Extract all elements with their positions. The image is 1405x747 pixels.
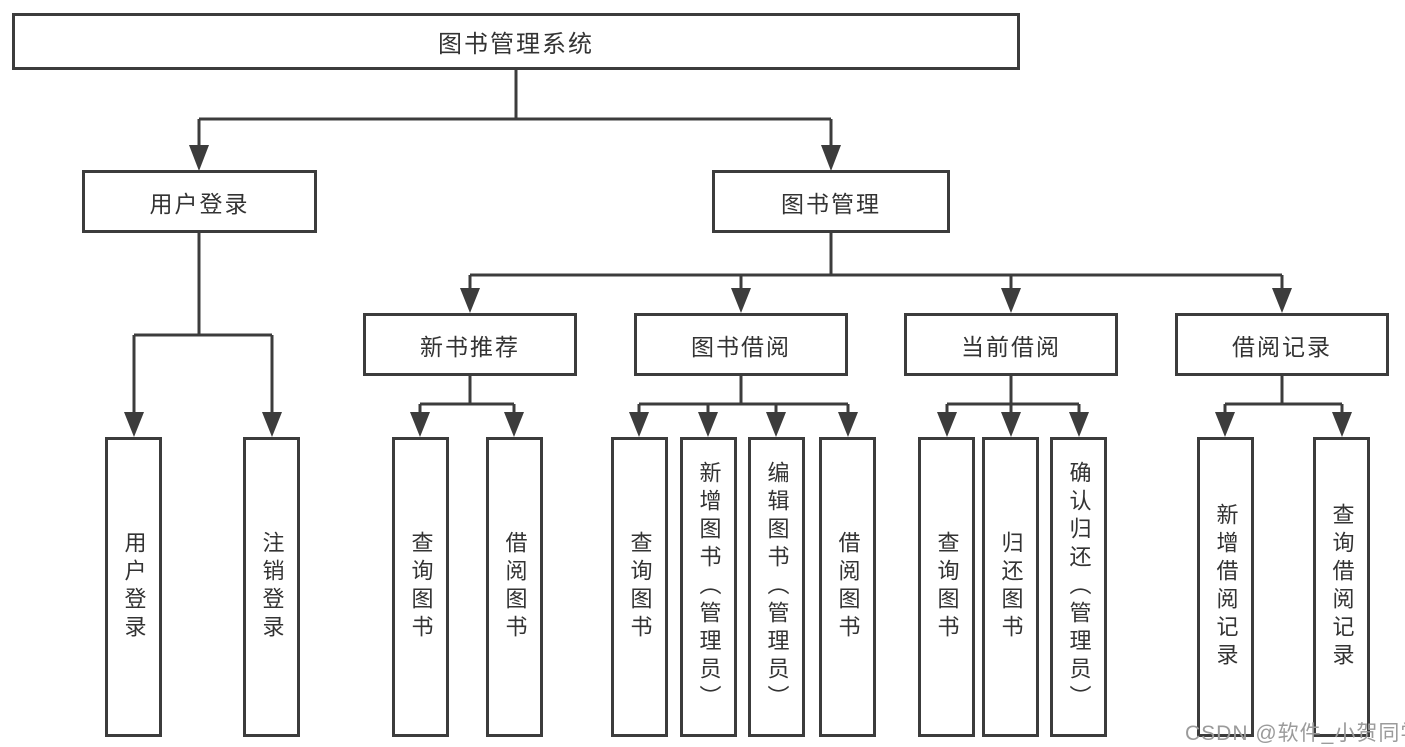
leaf-query-borrow-record: 查询借阅记录 — [1313, 437, 1370, 737]
node-label: 新书推荐 — [420, 333, 520, 360]
leaf-label: 用户登录 — [121, 531, 147, 643]
leaf-borrow-books: 借阅图书 — [819, 437, 876, 737]
leaf-label: 注销登录 — [259, 531, 285, 643]
node-new-book-recommend: 新书推荐 — [363, 313, 577, 376]
node-current-borrow: 当前借阅 — [904, 313, 1118, 376]
leaf-label: 编辑图书（管理员） — [764, 461, 790, 713]
leaf-user-login: 用户登录 — [105, 437, 162, 737]
node-label: 图书管理 — [781, 190, 881, 217]
node-library-management-system: 图书管理系统 — [12, 13, 1020, 70]
leaf-label: 归还图书 — [998, 531, 1024, 643]
node-label: 当前借阅 — [961, 333, 1061, 360]
leaf-label: 新增图书（管理员） — [696, 461, 722, 713]
leaf-edit-books-admin: 编辑图书（管理员） — [748, 437, 805, 737]
leaf-logout: 注销登录 — [243, 437, 300, 737]
arrowheads — [124, 145, 1352, 437]
node-label: 图书管理系统 — [438, 31, 594, 58]
node-label: 借阅记录 — [1232, 333, 1332, 360]
leaf-return-books: 归还图书 — [982, 437, 1039, 737]
leaf-query-books-borrow: 查询图书 — [611, 437, 668, 737]
leaf-borrow-books-recommend: 借阅图书 — [486, 437, 543, 737]
leaf-label: 新增借阅记录 — [1213, 503, 1239, 671]
leaf-add-books-admin: 新增图书（管理员） — [680, 437, 737, 737]
node-user-login: 用户登录 — [82, 170, 317, 233]
node-book-borrow: 图书借阅 — [634, 313, 848, 376]
leaf-label: 查询图书 — [408, 531, 434, 643]
leaf-confirm-return-admin: 确认归还（管理员） — [1050, 437, 1107, 737]
node-label: 用户登录 — [149, 190, 250, 217]
leaf-add-borrow-record: 新增借阅记录 — [1197, 437, 1254, 737]
leaf-label: 查询图书 — [627, 531, 653, 643]
csdn-watermark: CSDN @软件_小贺同学 — [1185, 722, 1405, 745]
leaf-label: 查询图书 — [934, 531, 960, 643]
leaf-label: 借阅图书 — [835, 531, 861, 643]
node-borrow-records: 借阅记录 — [1175, 313, 1389, 376]
leaf-query-books-current: 查询图书 — [918, 437, 975, 737]
leaf-label: 查询借阅记录 — [1329, 503, 1355, 671]
node-label: 图书借阅 — [691, 333, 791, 360]
leaf-label: 借阅图书 — [502, 531, 528, 643]
node-book-management: 图书管理 — [712, 170, 950, 233]
leaf-query-books-recommend: 查询图书 — [392, 437, 449, 737]
leaf-label: 确认归还（管理员） — [1066, 461, 1092, 713]
